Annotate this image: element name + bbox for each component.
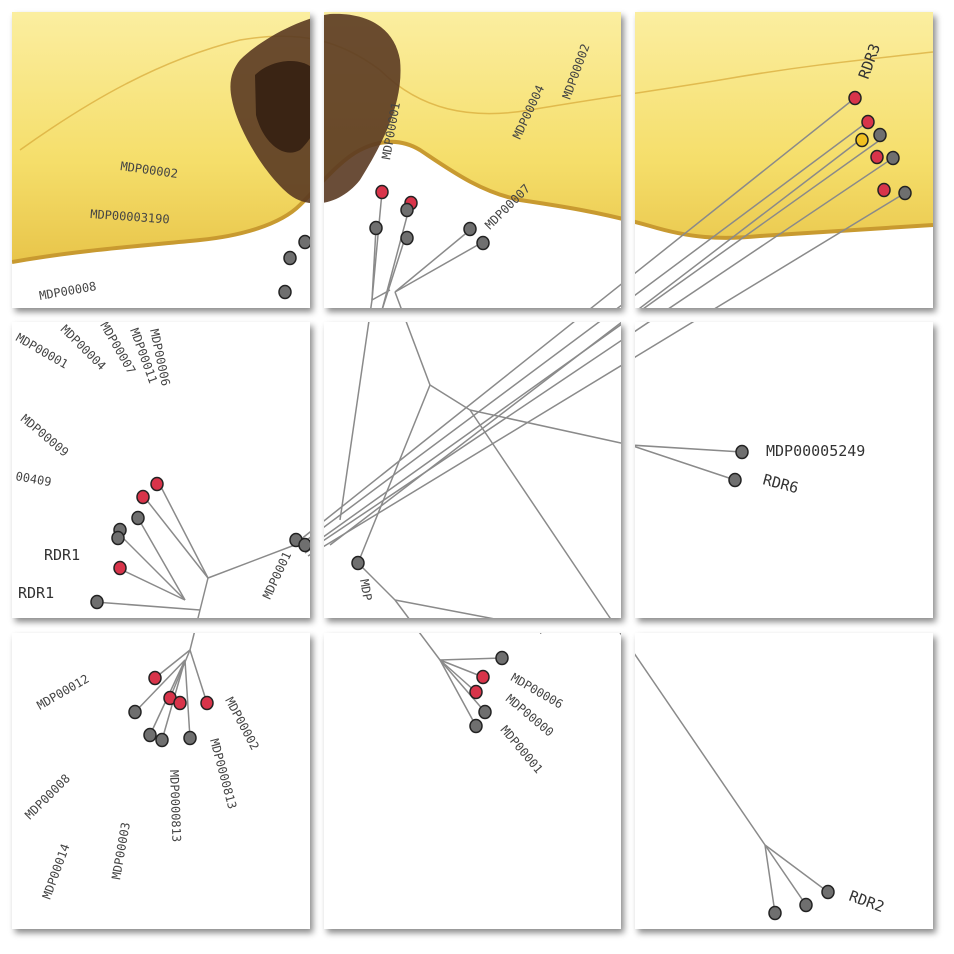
tile-r3c2: [324, 633, 621, 929]
tile-r2c1: [12, 322, 310, 618]
tile-r1c3: [635, 12, 933, 308]
tile-r1c2: [324, 12, 621, 308]
tile-r1c1: [12, 12, 310, 308]
tile-r3c3: [635, 633, 933, 929]
tile-r3c1: [12, 633, 310, 929]
tile-r2c2: [324, 322, 621, 618]
tile-r2c3: [635, 322, 933, 618]
